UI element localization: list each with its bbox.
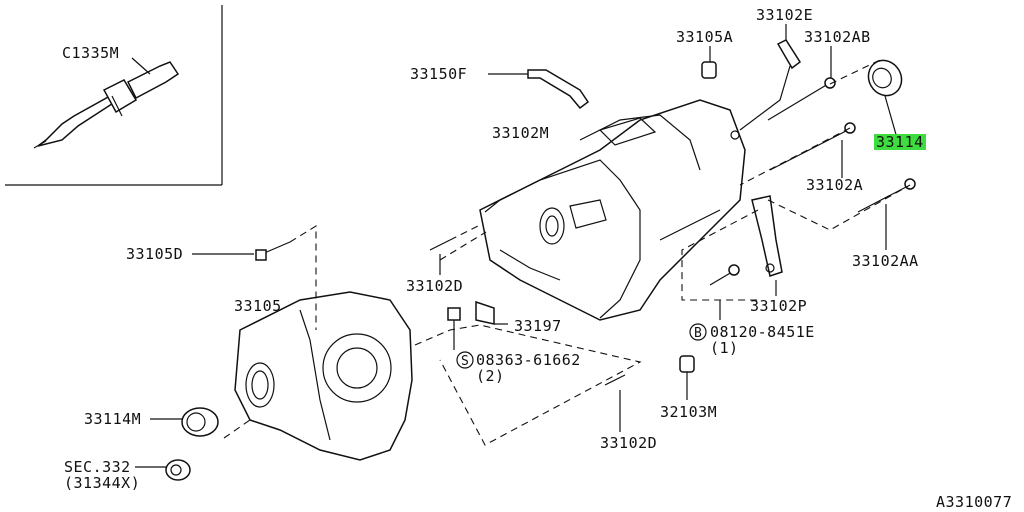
label-33102p: 33102P bbox=[750, 297, 807, 315]
plug-33105a-icon bbox=[701, 46, 717, 79]
label-33102ab: 33102AB bbox=[804, 28, 871, 46]
label-08120-8451e: 08120-8451E bbox=[710, 323, 815, 341]
label-33102d-top: 33102D bbox=[406, 277, 463, 295]
label-33105d: 33105D bbox=[126, 245, 183, 263]
bracket-33102p-icon bbox=[751, 195, 783, 296]
bolt-33102aa-icon bbox=[857, 178, 916, 250]
front-housing bbox=[234, 291, 413, 461]
inset-box bbox=[5, 5, 223, 186]
bracket-33150f-icon bbox=[488, 69, 590, 110]
label-33114[interactable]: 33114 bbox=[876, 133, 924, 151]
assembly-lines bbox=[223, 59, 911, 446]
sleeve-32103m-icon bbox=[679, 355, 695, 400]
highlight-33114 bbox=[874, 134, 926, 150]
label-33102e: 33102E bbox=[756, 6, 813, 24]
label-33102d-bottom: 33102D bbox=[600, 434, 657, 452]
breather-33102e-icon bbox=[739, 24, 802, 131]
screw-08363-icon bbox=[447, 307, 461, 350]
grease-tube-icon bbox=[33, 57, 180, 149]
seal-33114-icon bbox=[867, 59, 903, 139]
label-33197: 33197 bbox=[514, 317, 562, 335]
mark-b: B bbox=[694, 326, 702, 341]
label-33105: 33105 bbox=[234, 297, 282, 315]
bolt-08120-icon bbox=[709, 264, 740, 320]
bolt-33102a-icon bbox=[769, 122, 856, 178]
dowel-33102d-bottom-icon bbox=[604, 374, 626, 432]
label-33102aa: 33102AA bbox=[852, 252, 919, 270]
seal-sec332-icon bbox=[135, 459, 191, 481]
label-08120-qty: (1) bbox=[710, 339, 739, 357]
label-33114m: 33114M bbox=[84, 410, 141, 428]
label-c1335m: C1335M bbox=[62, 44, 119, 62]
label-08363-qty: (2) bbox=[476, 367, 505, 385]
label-33102m: 33102M bbox=[492, 124, 549, 142]
label-08363-61662: 08363-61662 bbox=[476, 351, 581, 369]
label-33102a: 33102A bbox=[806, 176, 863, 194]
label-33150f: 33150F bbox=[410, 65, 467, 83]
bolt-33102ab-icon bbox=[767, 46, 836, 121]
dowel-33102d-top-icon bbox=[429, 239, 451, 275]
label-33105a: 33105A bbox=[676, 28, 733, 46]
label-sec332-ref: (31344X) bbox=[64, 474, 140, 492]
diagram-id: A3310077 bbox=[936, 493, 1012, 511]
mark-s: S bbox=[461, 354, 469, 369]
label-sec332: SEC.332 bbox=[64, 458, 131, 476]
label-32103m: 32103M bbox=[660, 403, 717, 421]
seal-33114m-icon bbox=[150, 407, 219, 437]
gasket-33197-icon bbox=[475, 300, 508, 325]
transmission-housing bbox=[479, 99, 746, 321]
bolt-33105d-icon bbox=[192, 241, 291, 261]
